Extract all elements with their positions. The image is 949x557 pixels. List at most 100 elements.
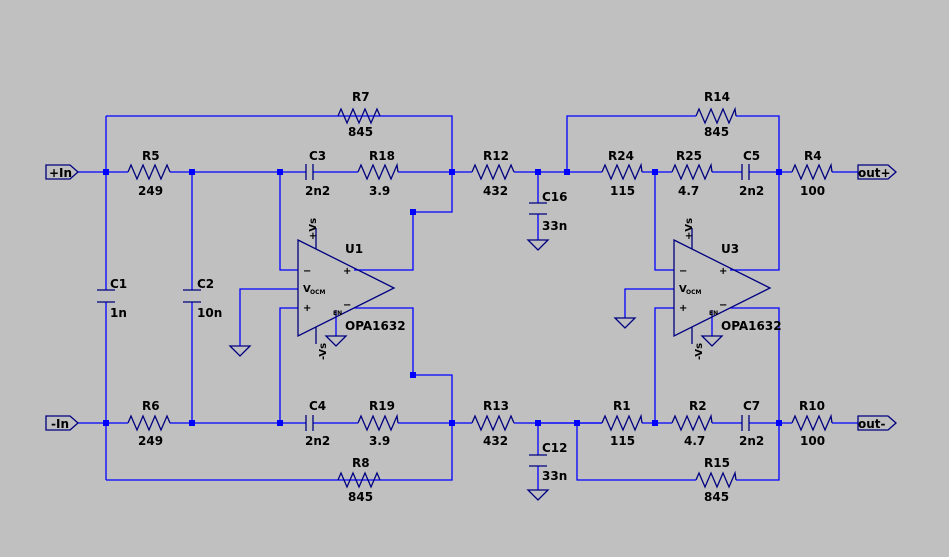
resistor-r25[interactable]: R25 4.7 [671, 149, 713, 198]
r15-name: R15 [704, 456, 730, 470]
r24-name: R24 [608, 149, 634, 163]
port-out-neg[interactable]: out- [857, 415, 897, 431]
c4-value: 2n2 [305, 434, 330, 448]
r24-value: 115 [610, 184, 635, 198]
r5-name: R5 [142, 149, 160, 163]
capacitor-c16[interactable]: C16 33n [529, 190, 568, 233]
r6-name: R6 [142, 399, 160, 413]
ground-icon [526, 489, 550, 501]
resistor-r4[interactable]: R4 100 [791, 149, 833, 198]
capacitor-c3[interactable]: C3 2n2 [305, 149, 330, 198]
resistor-r12[interactable]: R12 432 [471, 149, 515, 198]
r18-value: 3.9 [369, 184, 390, 198]
junctions [103, 169, 782, 426]
r19-value: 3.9 [369, 434, 390, 448]
r15-value: 845 [704, 490, 729, 504]
capacitor-c5[interactable]: C5 2n2 [739, 149, 764, 198]
r2-name: R2 [689, 399, 707, 413]
u1-out-plus: + [343, 266, 351, 277]
u1-vs-neg-label: -Vs [318, 343, 329, 360]
ground-icon [700, 335, 724, 347]
port-in-pos[interactable]: +In [45, 164, 79, 180]
r8-name: R8 [352, 456, 370, 470]
r1-value: 115 [610, 434, 635, 448]
resistor-r10[interactable]: R10 100 [791, 399, 833, 448]
c2-value: 10n [197, 306, 222, 320]
r18-name: R18 [369, 149, 395, 163]
u3-in-minus: − [679, 266, 687, 277]
r8-value: 845 [348, 490, 373, 504]
wires [78, 115, 858, 490]
resistor-r24[interactable]: R24 115 [601, 149, 643, 198]
c5-value: 2n2 [739, 184, 764, 198]
opamp-u1[interactable]: +Vs -Vs − + + − V OCM EN U1 OPA1632 [297, 218, 406, 360]
r6-value: 249 [138, 434, 163, 448]
capacitor-c7[interactable]: C7 2n2 [739, 399, 764, 448]
u1-vocm-sub: OCM [310, 289, 326, 296]
r13-name: R13 [483, 399, 509, 413]
r7-name: R7 [352, 90, 370, 104]
r7-value: 845 [348, 125, 373, 139]
u3-vs-pos-label: +Vs [684, 218, 695, 240]
resistor-r1[interactable]: R1 115 [601, 399, 643, 448]
r19-name: R19 [369, 399, 395, 413]
c4-name: C4 [309, 399, 326, 413]
c3-value: 2n2 [305, 184, 330, 198]
u3-vs-neg-label: -Vs [694, 343, 705, 360]
resistor-r19[interactable]: R19 3.9 [357, 399, 399, 448]
r14-value: 845 [704, 125, 729, 139]
c12-value: 33n [542, 469, 567, 483]
u3-in-plus: + [679, 303, 687, 314]
port-in-pos-label: +In [49, 166, 72, 180]
u1-vs-pos-label: +Vs [308, 218, 319, 240]
r25-name: R25 [676, 149, 702, 163]
r4-value: 100 [800, 184, 825, 198]
u3-out-plus: + [719, 266, 727, 277]
resistor-r7[interactable]: R7 845 [337, 90, 381, 139]
c5-name: C5 [743, 149, 760, 163]
r12-name: R12 [483, 149, 509, 163]
u3-model: OPA1632 [721, 319, 782, 333]
u1-en-label: EN [333, 310, 342, 317]
u1-in-minus: − [303, 266, 311, 277]
resistor-r14[interactable]: R14 845 [695, 90, 737, 139]
r10-value: 100 [800, 434, 825, 448]
resistor-r5[interactable]: R5 249 [127, 149, 171, 198]
resistor-r15[interactable]: R15 845 [695, 456, 737, 504]
c16-name: C16 [542, 190, 568, 204]
port-out-pos[interactable]: out+ [857, 164, 897, 180]
u3-out-minus: − [719, 300, 727, 311]
resistor-r13[interactable]: R13 432 [471, 399, 515, 448]
resistor-r6[interactable]: R6 249 [127, 399, 171, 448]
capacitor-c2[interactable]: C2 10n [183, 277, 222, 320]
capacitor-c1[interactable]: C1 1n [97, 277, 127, 320]
u1-vocm-label: V [303, 284, 311, 295]
u3-vocm-label: V [679, 284, 687, 295]
u3-name: U3 [721, 242, 739, 256]
r10-name: R10 [799, 399, 825, 413]
resistor-r2[interactable]: R2 4.7 [671, 399, 713, 448]
opamp-u3[interactable]: +Vs -Vs − + + − V OCM EN U3 OPA1632 [673, 218, 782, 360]
capacitor-c4[interactable]: C4 2n2 [305, 399, 330, 448]
ground-icon [526, 239, 550, 251]
c3-name: C3 [309, 149, 326, 163]
r5-value: 249 [138, 184, 163, 198]
ground-icon [613, 317, 637, 329]
c16-value: 33n [542, 219, 567, 233]
r4-name: R4 [804, 149, 822, 163]
c2-name: C2 [197, 277, 214, 291]
port-in-neg[interactable]: -In [45, 415, 79, 431]
resistor-r18[interactable]: R18 3.9 [357, 149, 399, 198]
port-in-neg-label: -In [51, 417, 69, 431]
r14-name: R14 [704, 90, 730, 104]
c1-value: 1n [110, 306, 127, 320]
capacitor-c12[interactable]: C12 33n [529, 441, 568, 483]
c7-name: C7 [743, 399, 760, 413]
resistor-r8[interactable]: R8 845 [337, 456, 381, 504]
ground-icon [228, 345, 252, 357]
u1-name: U1 [345, 242, 363, 256]
r12-value: 432 [483, 184, 508, 198]
c1-name: C1 [110, 277, 127, 291]
r25-value: 4.7 [678, 184, 699, 198]
